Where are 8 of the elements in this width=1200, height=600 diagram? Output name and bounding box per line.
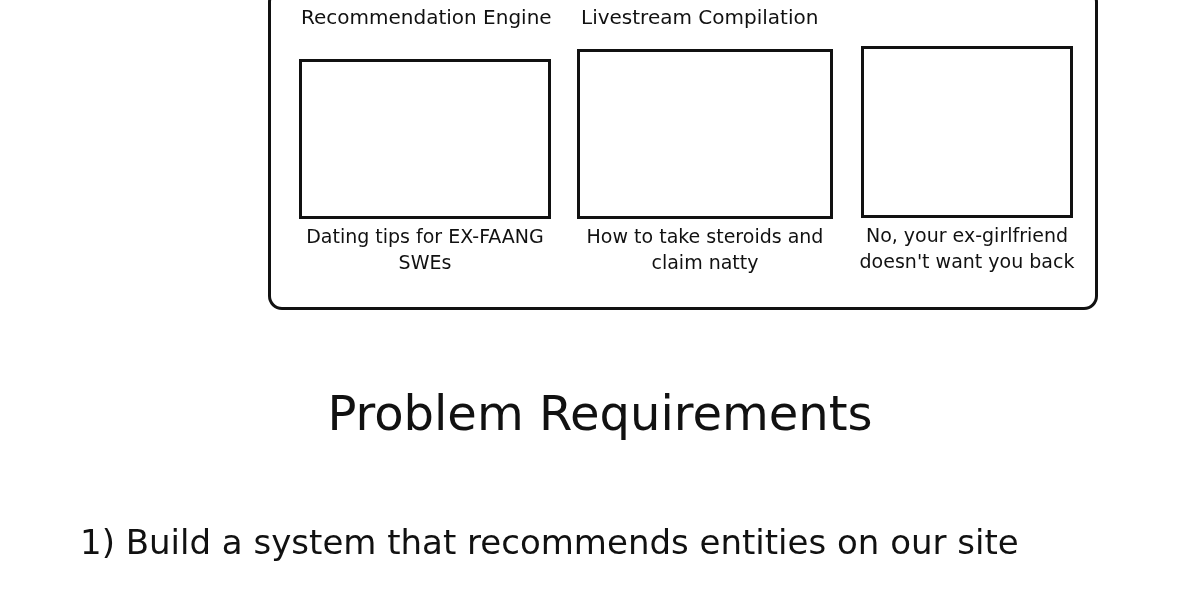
window-frame [268, 0, 1098, 310]
video-title: Dating tips for EX-FAANG SWEs [305, 224, 545, 275]
section-label: Livestream Compilation [581, 5, 819, 29]
video-title: No, your ex-girlfriend doesn't want you back [858, 223, 1076, 274]
section-label: Recommendation Engine [301, 5, 552, 29]
requirement-text: 1) Build a system that recommends entities on our site [80, 522, 1019, 562]
heading: Problem Requirements [326, 385, 874, 441]
video-title: How to take steroids and claim natty [585, 224, 825, 275]
